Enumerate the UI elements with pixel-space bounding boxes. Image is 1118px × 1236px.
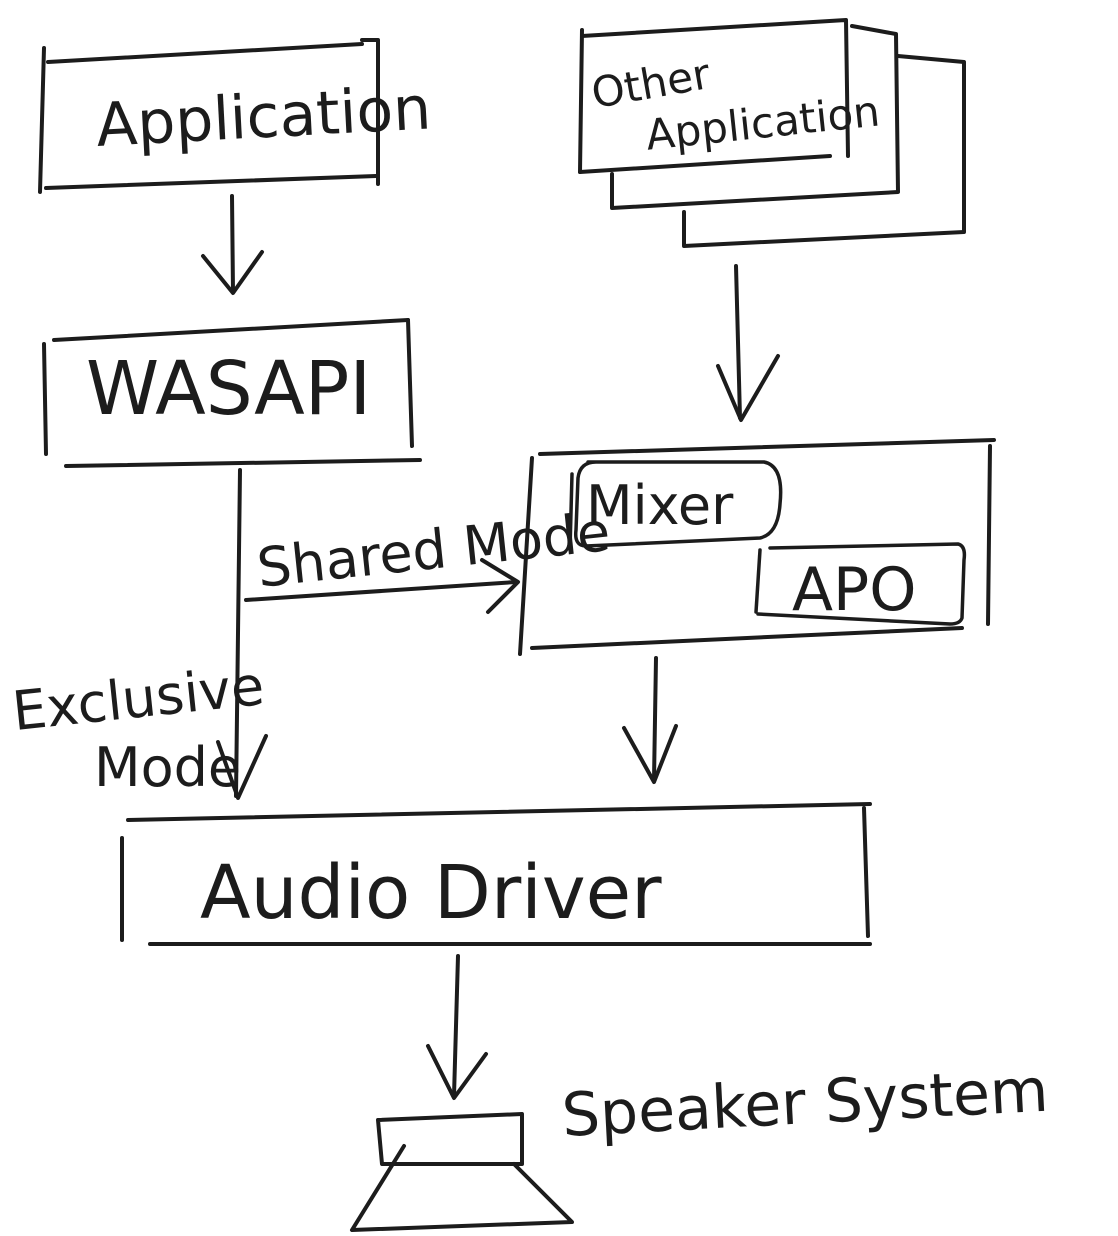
arrow-application-to-wasapi (201, 194, 264, 295)
mixer-label: Mixer (586, 474, 734, 537)
wasapi-label: WASAPI (86, 346, 371, 432)
exclusive-mode-edge: Exclusive Mode (9, 468, 268, 800)
application-label: Application (94, 73, 432, 160)
arrow-driver-to-speaker (426, 954, 488, 1100)
other-application-node: Other Application (578, 18, 966, 248)
speaker-icon (350, 1112, 574, 1232)
application-node: Application (38, 38, 433, 194)
apo-label: APO (792, 555, 916, 625)
speaker-system-label: Speaker System (560, 1056, 1050, 1151)
shared-mode-label: Shared Mode (254, 500, 613, 600)
apo-node: APO (754, 542, 967, 626)
shared-mode-edge: Shared Mode (244, 500, 613, 614)
audio-driver-node: Audio Driver (120, 802, 872, 946)
wasapi-node: WASAPI (42, 318, 422, 468)
arrow-other-app-to-mixer (716, 264, 780, 422)
mixer-node: Mixer (568, 460, 783, 552)
audio-driver-label: Audio Driver (200, 850, 662, 936)
exclusive-mode-label-line1: Exclusive (9, 654, 267, 743)
exclusive-mode-label-line2: Mode (94, 736, 241, 799)
arrow-mixer-to-driver (622, 656, 678, 784)
audio-engine-node: Mixer APO (518, 438, 996, 656)
